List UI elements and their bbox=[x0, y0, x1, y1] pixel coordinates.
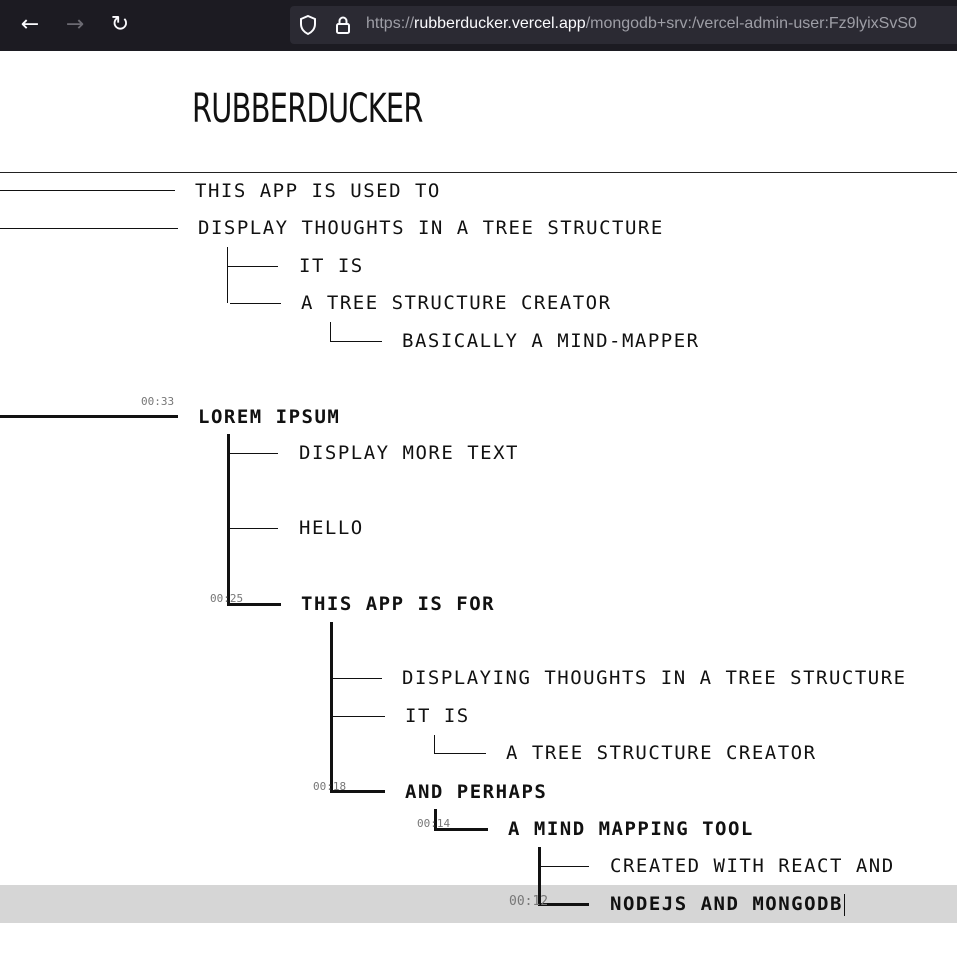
tree-node[interactable]: AND PERHAPS bbox=[405, 781, 548, 803]
node-timestamp: 00:14 bbox=[417, 817, 451, 830]
connector bbox=[227, 266, 278, 267]
connector bbox=[227, 528, 278, 529]
connector bbox=[0, 190, 175, 191]
tree-node[interactable]: BASICALLY A MIND-MAPPER bbox=[402, 330, 700, 352]
connector bbox=[227, 247, 228, 303]
connector bbox=[434, 809, 437, 830]
node-timestamp: 00:12 bbox=[509, 894, 549, 909]
url-path: /mongodb+srv:/vercel-admin-user:Fz9lyixS… bbox=[585, 15, 917, 32]
tree-node[interactable]: DISPLAY THOUGHTS IN A TREE STRUCTURE bbox=[198, 217, 664, 239]
url-host: rubberducker.vercel.app bbox=[414, 15, 586, 32]
connector bbox=[227, 453, 278, 454]
active-node-text[interactable]: NODEJS AND MONGODB bbox=[610, 893, 843, 915]
connector bbox=[434, 735, 435, 754]
connector bbox=[227, 603, 281, 606]
connector bbox=[330, 678, 382, 679]
tree-node[interactable]: THIS APP IS USED TO bbox=[195, 180, 441, 202]
browser-toolbar: ← → ↻ https://rubberducker.vercel.app/mo… bbox=[0, 0, 957, 51]
connector bbox=[0, 228, 178, 229]
lock-icon[interactable] bbox=[331, 12, 355, 38]
tree-node[interactable]: LOREM IPSUM bbox=[198, 406, 341, 428]
connector bbox=[538, 866, 589, 867]
connector bbox=[330, 790, 385, 793]
node-timestamp: 00:25 bbox=[210, 592, 244, 605]
connector bbox=[330, 341, 382, 342]
url-text[interactable]: https://rubberducker.vercel.app/mongodb+… bbox=[366, 15, 917, 33]
connector bbox=[330, 622, 333, 793]
active-tree-node[interactable]: NODEJS AND MONGODB bbox=[610, 893, 845, 916]
tree-node[interactable]: IT IS bbox=[405, 705, 470, 727]
tree-node[interactable]: A TREE STRUCTURE CREATOR bbox=[506, 742, 817, 764]
connector bbox=[434, 753, 486, 754]
node-timestamp: 00:18 bbox=[313, 780, 347, 793]
connector bbox=[538, 903, 589, 906]
node-timestamp: 00:33 bbox=[141, 395, 175, 408]
active-node-highlight bbox=[0, 885, 957, 923]
tree-node[interactable]: A TREE STRUCTURE CREATOR bbox=[301, 292, 612, 314]
url-scheme: https:// bbox=[366, 15, 415, 32]
connector bbox=[330, 716, 385, 717]
text-caret bbox=[843, 893, 845, 916]
connector bbox=[538, 847, 541, 905]
tree-node[interactable]: DISPLAY MORE TEXT bbox=[299, 442, 519, 464]
connector bbox=[230, 303, 281, 304]
tree-node[interactable]: HELLO bbox=[299, 517, 364, 539]
tree-node[interactable]: DISPLAYING THOUGHTS IN A TREE STRUCTURE bbox=[402, 667, 907, 689]
shield-icon[interactable] bbox=[296, 12, 320, 38]
header-divider bbox=[0, 172, 957, 173]
connector bbox=[330, 322, 331, 341]
forward-icon[interactable]: → bbox=[65, 12, 85, 37]
connector bbox=[227, 434, 230, 605]
tree-node[interactable]: CREATED WITH REACT AND bbox=[610, 855, 895, 877]
connector bbox=[434, 828, 488, 831]
tree-node[interactable]: IT IS bbox=[299, 255, 364, 277]
back-icon[interactable]: ← bbox=[20, 12, 40, 37]
reload-icon[interactable]: ↻ bbox=[110, 12, 130, 37]
address-bar[interactable]: https://rubberducker.vercel.app/mongodb+… bbox=[290, 6, 957, 44]
tree-node[interactable]: THIS APP IS FOR bbox=[301, 593, 496, 615]
connector bbox=[0, 415, 178, 418]
tree-node[interactable]: A MIND MAPPING TOOL bbox=[508, 818, 754, 840]
app-title: RUBBERDUCKER bbox=[192, 86, 423, 132]
